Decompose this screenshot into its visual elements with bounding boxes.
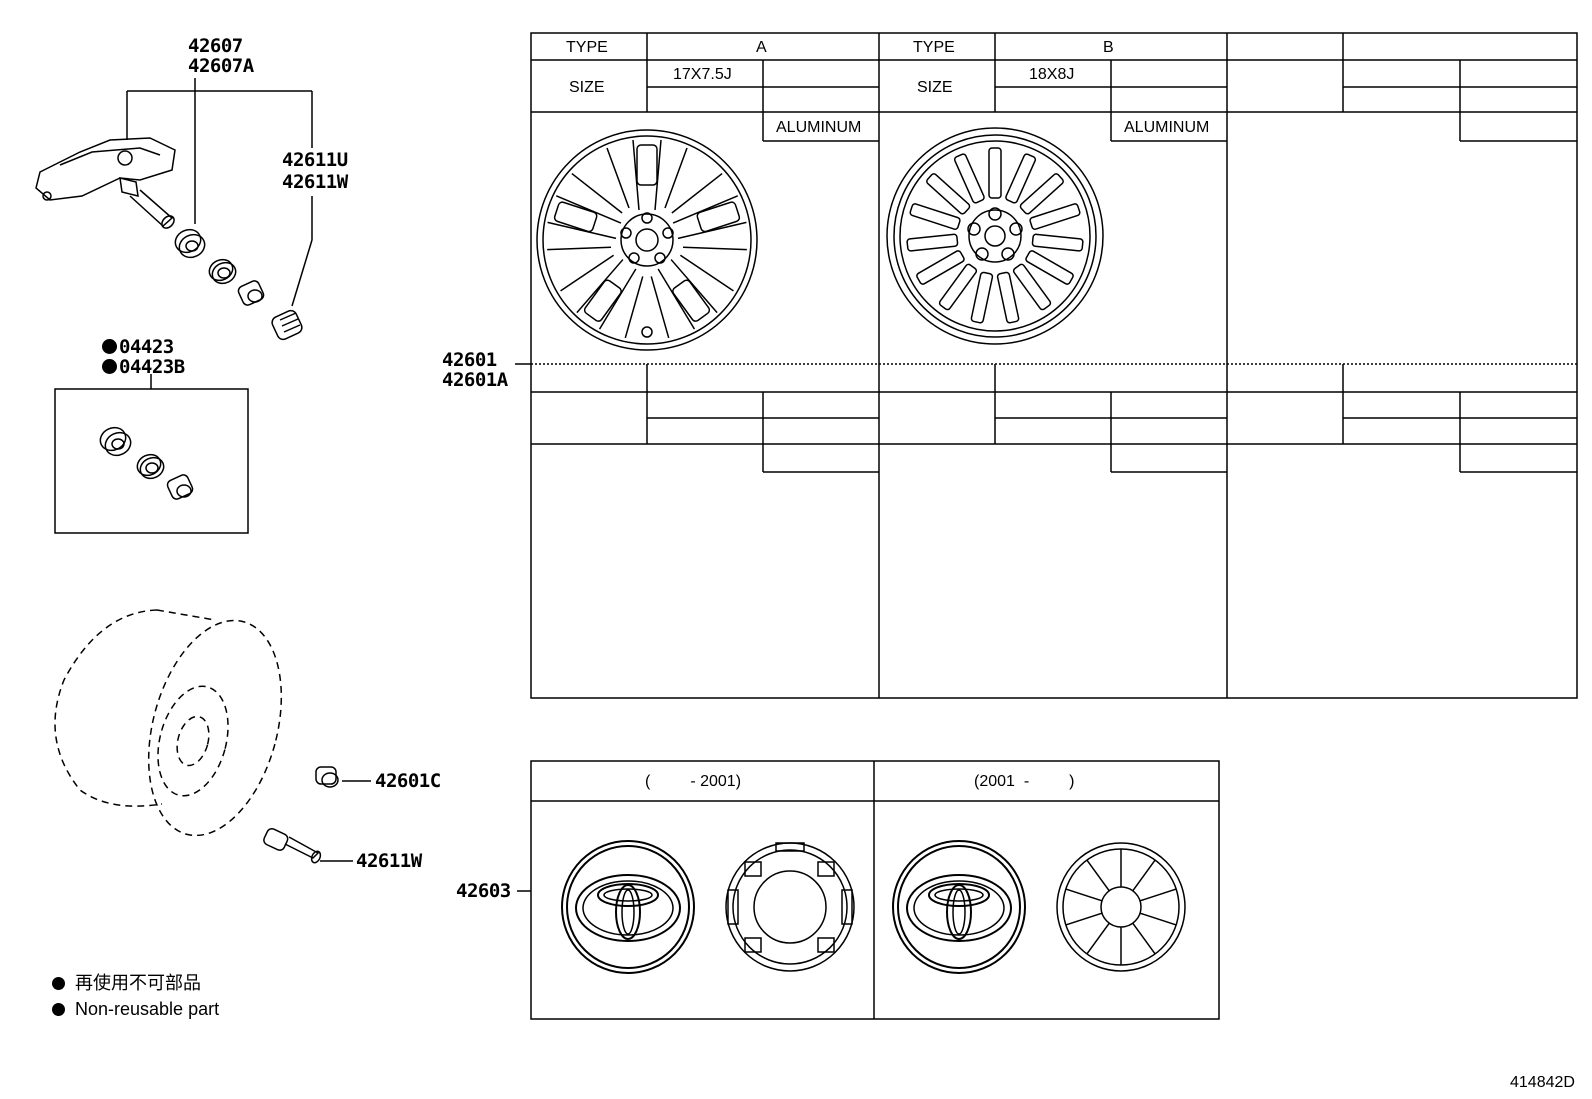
part-number-42601a: 42601A (442, 369, 508, 391)
part-number-42611w-valve: 42611W (356, 850, 422, 872)
legend-en: Non-reusable part (52, 998, 219, 1020)
leader-lines (515, 363, 531, 892)
ornament-back-icon (725, 842, 855, 972)
part-number-42603: 42603 (456, 880, 511, 902)
valve-parts-icon (174, 228, 303, 341)
tpms-sensor-icon (35, 137, 176, 229)
non-reusable-dot-icon (102, 359, 117, 374)
toyota-emblem-icon (892, 840, 1026, 974)
wheel-a-icon (536, 129, 758, 351)
sensor-leaders (126, 78, 313, 307)
type-label-a: TYPE (566, 39, 608, 56)
size-value-a: 17X7.5J (673, 66, 732, 83)
type-value-b: B (1103, 39, 1114, 56)
type-value-a: A (756, 39, 767, 56)
valve-stem-icon (263, 827, 353, 864)
ornament-period-2: (2001 - ) (974, 773, 1075, 790)
part-number-42601: 42601 (442, 349, 497, 371)
part-number-42601c: 42601C (375, 770, 441, 792)
balance-weight-icon (315, 766, 371, 788)
part-number-42611w-cap: 42611W (282, 171, 348, 193)
material-a: ALUMINUM (776, 119, 862, 136)
toyota-emblem-icon (561, 840, 695, 974)
part-number-42611u: 42611U (282, 149, 348, 171)
size-label-b: SIZE (917, 79, 953, 96)
wheel-b-icon (886, 127, 1104, 345)
wheel-table-grid (530, 32, 1578, 699)
size-value-b: 18X8J (1029, 66, 1075, 83)
material-b: ALUMINUM (1124, 119, 1210, 136)
tire-icon (54, 609, 283, 837)
non-reusable-dot-icon (52, 1003, 65, 1016)
legend-ja: 再使用不可部品 (52, 972, 201, 994)
drawing-id: 414842D (1510, 1074, 1575, 1091)
kit-box (54, 374, 249, 534)
ornament-period-1: ( - 2001) (645, 773, 742, 790)
type-label-b: TYPE (913, 39, 955, 56)
part-number-42607a: 42607A (188, 55, 254, 77)
part-number-04423: 04423 (102, 337, 174, 358)
non-reusable-dot-icon (52, 977, 65, 990)
ornament-back-icon (1056, 842, 1186, 972)
size-label-a: SIZE (569, 79, 605, 96)
ornament-table-grid (530, 760, 1220, 1020)
non-reusable-dot-icon (102, 339, 117, 354)
part-number-04423b: 04423B (102, 357, 185, 378)
part-number-42607: 42607 (188, 35, 243, 57)
